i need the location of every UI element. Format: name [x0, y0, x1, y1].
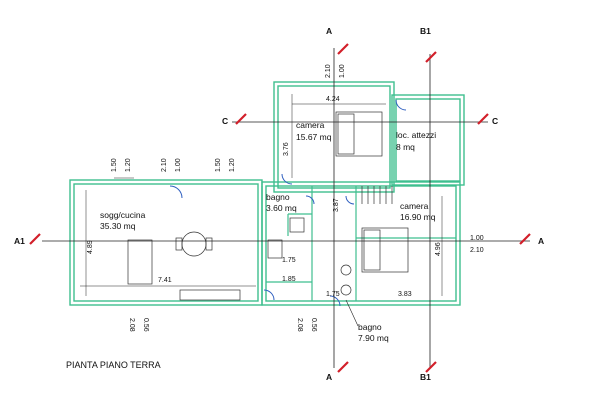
bed-camera-top [335, 111, 383, 157]
dim-right-w: 1.00 [470, 235, 484, 242]
dim-top-camera-h: 2.10 [325, 64, 332, 78]
interior-walls [261, 186, 456, 301]
room-camera-top-area: 15.67 mq [296, 132, 332, 142]
window-dims-top: 1.50 1.20 2.10 1.00 1.50 1.20 2.10 1.00 [111, 64, 346, 179]
dim-soggiorno-height: 4.89 [87, 240, 94, 254]
dim-bottom-mid-w: 2.08 [296, 318, 303, 332]
dim-camera-right-width: 3.83 [398, 291, 412, 298]
dim-corridor-width: 1.85 [282, 276, 296, 283]
dim-soggiorno-length: 7.41 [158, 277, 172, 284]
room-camera-right-area: 16.90 mq [400, 212, 436, 222]
kitchen-counter [179, 289, 241, 301]
room-loc-attezzi-area: 8 mq [396, 142, 415, 152]
doors [169, 99, 407, 307]
dim-top-camera-w: 1.00 [339, 64, 346, 78]
dim-bagno-width: 1.75 [282, 257, 296, 264]
section-c-left: C [222, 116, 228, 126]
dim-bagno-large-width: 1.75 [326, 291, 340, 298]
room-bagno-large-area: 7.90 mq [358, 333, 389, 343]
room-soggiorno-name: sogg/cucina [100, 210, 146, 220]
section-a-right: A [538, 236, 544, 246]
dim-camera-right-height: 4.96 [435, 242, 442, 256]
dim-top-mid-w: 1.00 [175, 158, 182, 172]
plan-title: PIANTA PIANO TERRA [66, 360, 161, 370]
room-bagno-small-name: bagno [266, 192, 290, 202]
section-b1-top: B1 [420, 26, 431, 36]
room-bagno-large-name: bagno [358, 322, 382, 332]
wall-loc-attezzi [391, 94, 465, 186]
section-lines [42, 48, 530, 368]
dim-top-right-w: 1.20 [229, 158, 236, 172]
section-a1-left: A1 [14, 236, 25, 246]
room-bagno-small-area: 3.60 mq [266, 203, 297, 213]
dim-bottom-mid-h: 0.56 [310, 318, 317, 332]
room-camera-right-name: camera [400, 201, 429, 211]
dim-right-h: 2.10 [470, 247, 484, 254]
dim-top-left-w: 1.20 [125, 158, 132, 172]
dim-top-left-h: 1.50 [111, 158, 118, 172]
section-a-top: A [326, 26, 332, 36]
section-b1-bottom: B1 [420, 372, 431, 382]
section-c-right: C [492, 116, 498, 126]
dim-top-right-h: 1.50 [215, 158, 222, 172]
dining-table [181, 231, 207, 257]
room-loc-attezzi-name: loc. attezzi [396, 130, 436, 140]
sofa [127, 239, 153, 285]
furniture [127, 111, 409, 301]
dim-top-mid-h: 2.10 [161, 158, 168, 172]
room-camera-top-name: camera [296, 120, 325, 130]
dim-camera-top-height: 3.76 [283, 142, 290, 156]
interior-dim-lines [80, 94, 443, 296]
stairs [361, 186, 393, 204]
dim-bottom-left-h: 0.56 [142, 318, 149, 332]
section-a-bottom: A [326, 372, 332, 382]
dim-hall-height: 3.87 [333, 198, 340, 212]
section-marks [29, 43, 531, 373]
room-soggiorno-area: 35.30 mq [100, 221, 136, 231]
dim-camera-top-width: 4.24 [326, 96, 340, 103]
dim-bottom-left-w: 2.08 [128, 318, 135, 332]
bed-camera-right [361, 227, 409, 273]
